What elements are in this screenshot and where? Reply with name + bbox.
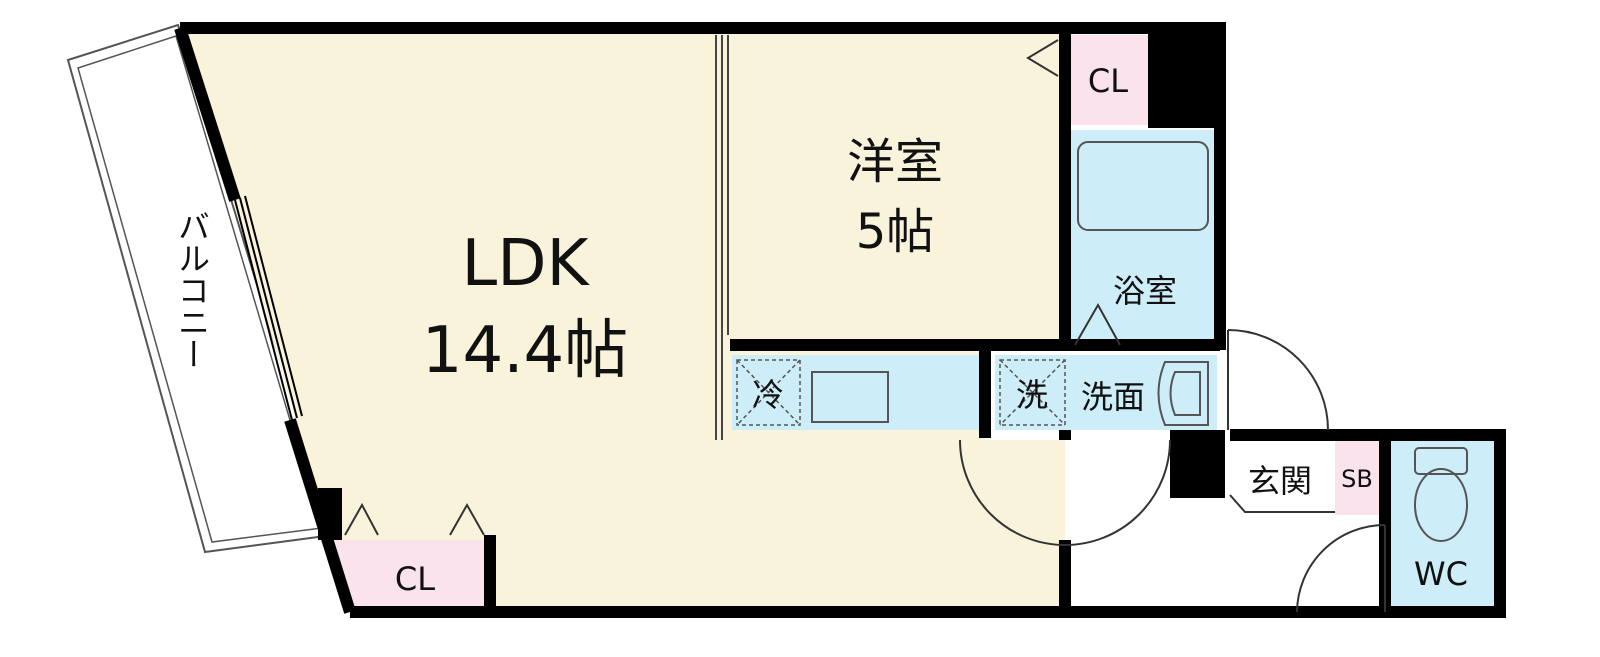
toilet-bowl: [1414, 447, 1468, 542]
shoebox-floor: [1335, 440, 1380, 515]
balcony-window: [234, 195, 303, 421]
closet-ldk-label: CL: [395, 560, 435, 598]
kitchen-counter: [732, 355, 982, 430]
bath-label: 浴室: [1113, 272, 1177, 310]
closet-western-floor: [1068, 35, 1148, 125]
entrance-label: 玄関: [1248, 462, 1312, 500]
shoebox-label: SB: [1341, 465, 1373, 493]
toilet-floor: [1390, 440, 1502, 610]
washroom-label: 洗面: [1081, 378, 1145, 416]
wall-block-top-right: [1148, 28, 1220, 128]
western-room-floor: [730, 30, 1065, 348]
kitchen-sink: [811, 371, 889, 423]
wash-basin: [1157, 361, 1209, 426]
fridge-label: 冷: [752, 376, 784, 414]
laundry-space: [999, 359, 1066, 426]
ldk-floor: [185, 30, 1065, 612]
wall-block-entrance: [1170, 430, 1225, 498]
ldk-name: LDK: [462, 227, 591, 301]
western-room-size: 5帖: [856, 204, 935, 260]
toilet-label: WC: [1414, 555, 1468, 593]
closet-ldk-floor: [335, 540, 490, 612]
western-room-name: 洋室: [847, 134, 943, 190]
fridge-space: [736, 359, 801, 426]
sliding-partition: [715, 35, 729, 440]
door-swings: [344, 39, 1386, 613]
balcony-label: バルコニー: [173, 210, 211, 370]
laundry-label: 洗: [1016, 376, 1048, 414]
ldk-size: 14.4帖: [422, 314, 629, 388]
closet-western-label: CL: [1088, 62, 1128, 100]
wall-block-ldk: [318, 488, 342, 540]
bathtub: [1077, 141, 1209, 231]
